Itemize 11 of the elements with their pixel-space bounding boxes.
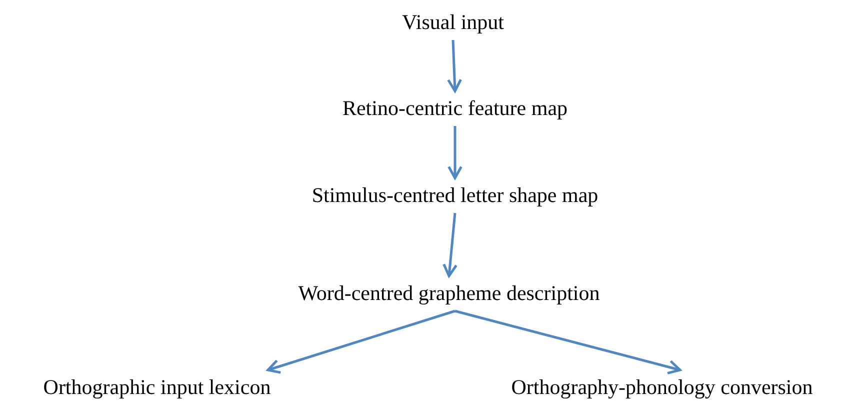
stage-label: Orthography-phonology conversion [509,374,815,400]
stage-label: Stimulus-centred letter shape map [310,182,600,208]
arrow [454,310,682,374]
stage-label: Visual input [400,9,506,35]
arrow [448,126,462,180]
arrow [266,310,456,374]
stage-label: Retino-centric feature map [340,95,570,121]
stage-label: Word-centred grapheme description [296,280,602,306]
arrow [447,40,462,92]
stage-label: Orthographic input lexicon [41,374,273,400]
arrow [442,212,458,278]
